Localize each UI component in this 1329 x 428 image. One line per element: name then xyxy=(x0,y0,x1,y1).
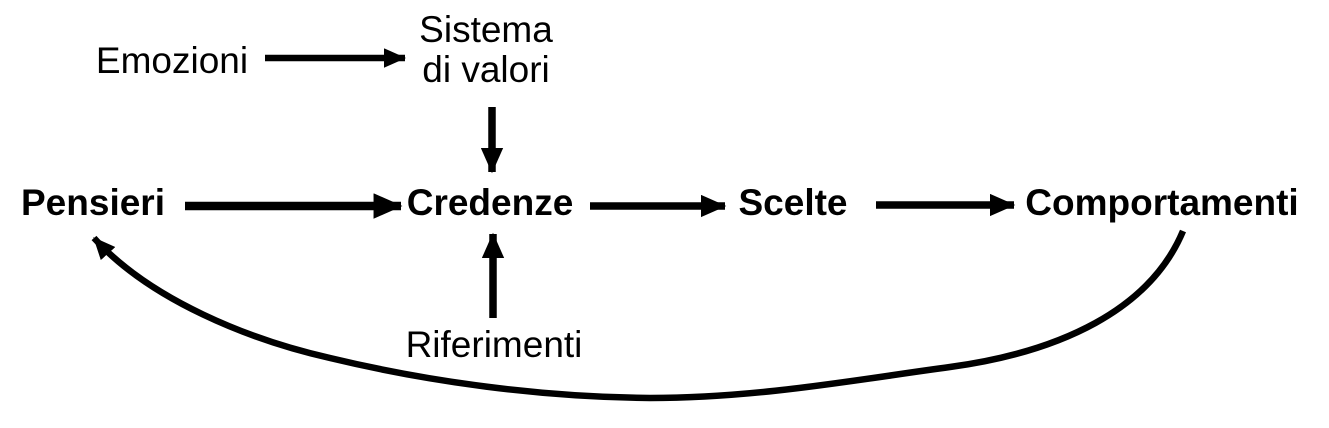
node-riferimenti-label: Riferimenti xyxy=(405,324,583,365)
node-riferimenti: Riferimenti xyxy=(406,325,583,365)
node-comportamenti: Comportamenti xyxy=(1025,183,1298,223)
node-credenze: Credenze xyxy=(407,183,574,223)
node-credenze-label: Credenze xyxy=(406,182,574,223)
node-pensieri-label: Pensieri xyxy=(21,182,165,223)
node-scelte-label: Scelte xyxy=(738,182,848,223)
node-sistema-di-valori: Sistema di valori xyxy=(419,10,553,90)
node-pensieri: Pensieri xyxy=(21,183,165,223)
node-sistema-label-line1: Sistema xyxy=(419,9,553,50)
node-emozioni: Emozioni xyxy=(96,41,248,81)
node-sistema-label-line2: di valori xyxy=(422,49,550,90)
node-scelte: Scelte xyxy=(738,183,847,223)
arrow-feedback-comportamenti-to-pensieri xyxy=(91,229,1186,402)
node-comportamenti-label: Comportamenti xyxy=(1025,182,1299,223)
node-emozioni-label: Emozioni xyxy=(95,40,249,81)
